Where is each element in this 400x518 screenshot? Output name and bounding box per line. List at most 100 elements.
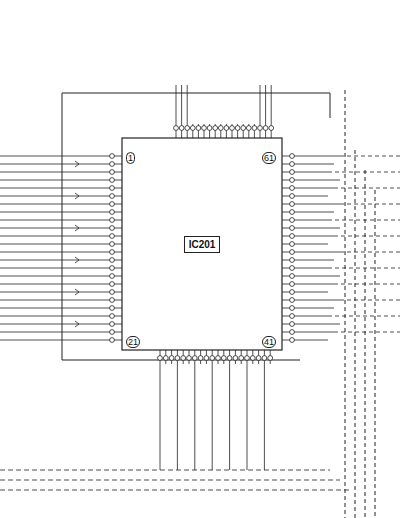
signal-wire (296, 220, 328, 221)
pin-pad (290, 226, 295, 231)
signal-wire (334, 236, 400, 237)
pin-pad (233, 356, 238, 361)
pin-pad (110, 266, 115, 271)
signal-wire (296, 188, 334, 189)
signal-wire (0, 292, 108, 293)
pin-pad (290, 170, 295, 175)
pin-pad (110, 226, 115, 231)
signal-wire (0, 236, 108, 237)
signal-wire (296, 204, 340, 205)
pin-pad (269, 126, 274, 131)
signal-wire (296, 180, 340, 181)
signal-wire (212, 364, 213, 470)
pin-pad (163, 356, 168, 361)
pin-pad (290, 210, 295, 215)
pin-pad (198, 356, 203, 361)
pin-pad (290, 266, 295, 271)
pin-pad (158, 356, 163, 361)
pin-pad (110, 242, 115, 247)
signal-wire (260, 85, 261, 124)
pin-pad (290, 306, 295, 311)
signal-wire (0, 172, 108, 173)
signal-wire (176, 85, 177, 124)
pin-pad (110, 202, 115, 207)
signal-wire (0, 268, 108, 269)
signal-wire (0, 180, 108, 181)
pin-pad (204, 356, 209, 361)
signal-wire (328, 268, 400, 269)
signal-wire (0, 220, 108, 221)
signal-wire (296, 196, 328, 197)
pin-pad (110, 322, 115, 327)
signal-wire (181, 85, 182, 124)
pin-pad (110, 154, 115, 159)
signal-wire (271, 85, 272, 124)
pin-pad (110, 258, 115, 263)
signal-wire (296, 252, 340, 253)
signal-wire (0, 244, 108, 245)
signal-wire (0, 204, 108, 205)
pin-pad (110, 330, 115, 335)
pin-pad (290, 298, 295, 303)
pin-pad (258, 126, 263, 131)
signal-wire (296, 332, 334, 333)
signal-wire (247, 364, 248, 470)
signal-wire (340, 204, 400, 205)
signal-wire (296, 268, 328, 269)
signal-wire (340, 300, 400, 301)
signal-wire (0, 308, 108, 309)
signal-wire (0, 316, 108, 317)
part-name: IC201 (189, 239, 216, 250)
signal-wire (328, 172, 400, 173)
signal-wire (229, 364, 230, 470)
pin-pad (169, 356, 174, 361)
signal-wire (0, 156, 108, 157)
signal-wire (0, 196, 108, 197)
signal-wire (0, 324, 108, 325)
pin-pad (110, 218, 115, 223)
pin-pad (110, 306, 115, 311)
pin-pad (290, 202, 295, 207)
signal-wire (0, 164, 108, 165)
signal-wire (296, 276, 340, 277)
pin-pad (110, 178, 115, 183)
pin-pad (187, 356, 192, 361)
pin-pad (246, 126, 251, 131)
pin-pad (290, 242, 295, 247)
pin-pad (110, 250, 115, 255)
pin-pad (110, 186, 115, 191)
signal-wire (194, 364, 195, 470)
pin-pad (290, 234, 295, 239)
signal-wire (0, 300, 108, 301)
pin-number: 41 (262, 336, 276, 348)
pin-pad (110, 170, 115, 175)
pin-pad (290, 250, 295, 255)
pin-pad (256, 356, 261, 361)
pin-pad (263, 126, 268, 131)
arrow-mark (75, 289, 79, 295)
pin-pad (179, 126, 184, 131)
signal-wire (160, 364, 161, 470)
pin-pad (174, 126, 179, 131)
pin-pad (175, 356, 180, 361)
pin-pad (230, 126, 235, 131)
pin-pad (290, 186, 295, 191)
pin-pad (290, 162, 295, 167)
signal-wire (296, 324, 340, 325)
pin-pad (290, 322, 295, 327)
signal-wire (296, 172, 328, 173)
pin-pad (192, 356, 197, 361)
arrow-mark (75, 257, 79, 263)
pin-pad (110, 210, 115, 215)
signal-wire (264, 364, 265, 470)
pin-pad (221, 356, 226, 361)
pin-pad (110, 282, 115, 287)
signal-wire (334, 284, 400, 285)
arrow-mark (75, 161, 79, 167)
signal-wire (0, 470, 350, 490)
pin-pad (268, 356, 273, 361)
signal-wire (296, 228, 340, 229)
pin-number: 1 (126, 152, 135, 164)
